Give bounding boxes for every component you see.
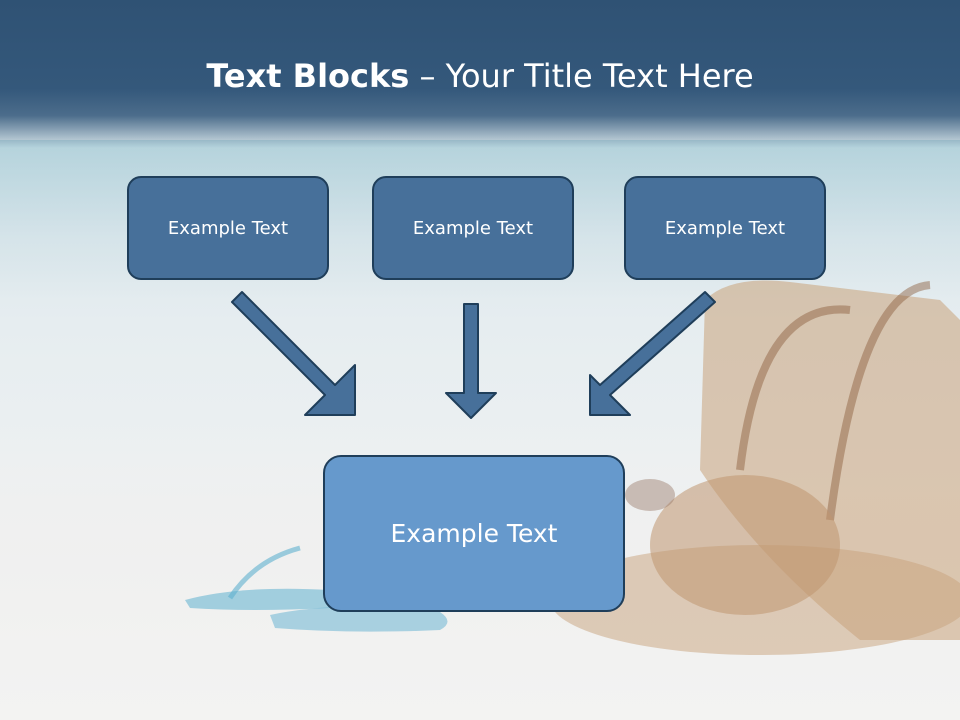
- flip-flop: [185, 588, 338, 610]
- arrow-down-icon: [445, 303, 497, 419]
- text-block-label: Example Text: [664, 217, 786, 239]
- title-bold: Text Blocks: [206, 57, 410, 95]
- hat-crown: [650, 475, 840, 615]
- sunglasses: [625, 479, 675, 511]
- target-block[interactable]: Example Text: [323, 455, 625, 612]
- text-block-1[interactable]: Example Text: [127, 176, 329, 280]
- text-block-2[interactable]: Example Text: [372, 176, 574, 280]
- title-rest: Your Title Text Here: [445, 57, 754, 95]
- text-block-label: Example Text: [412, 217, 534, 239]
- title-dash: –: [409, 57, 446, 95]
- flip-flop-strap: [227, 545, 301, 600]
- arrow-down-left-icon: [589, 291, 716, 416]
- title-bar: [0, 0, 960, 148]
- text-block-label: Example Text: [167, 217, 289, 239]
- bag-handle: [736, 305, 851, 471]
- text-block-3[interactable]: Example Text: [624, 176, 826, 280]
- page-title: Text Blocks – Your Title Text Here: [0, 52, 960, 100]
- flip-flop: [270, 606, 448, 632]
- arrow-down-right-icon: [231, 291, 356, 416]
- bag-handle: [826, 281, 931, 521]
- target-block-label: Example Text: [390, 519, 558, 548]
